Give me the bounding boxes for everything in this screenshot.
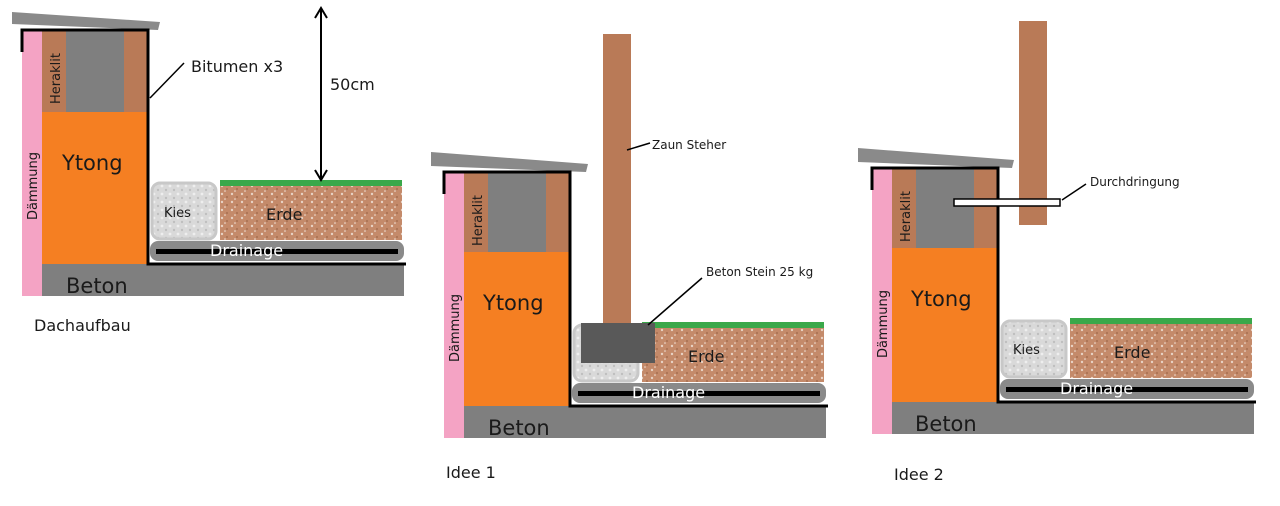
- beton-label: Beton: [488, 416, 550, 440]
- heraklit-layer: [42, 30, 66, 112]
- beton-stein-leader: [647, 277, 703, 326]
- heraklit-label: Heraklit: [471, 195, 486, 246]
- bitumen-label: Bitumen x3: [191, 57, 283, 76]
- gray-block: [916, 168, 974, 248]
- grass-strip: [220, 180, 402, 186]
- drainage-line: [1006, 387, 1248, 392]
- heraklit-label: Heraklit: [899, 191, 914, 242]
- dachaufbau-caption: Dachaufbau: [34, 316, 131, 335]
- heraklit-label: Heraklit: [49, 53, 64, 104]
- idee-1-caption: Idee 1: [446, 463, 496, 482]
- erde-label: Erde: [1114, 343, 1150, 362]
- durchdringung-label: Durchdringung: [1090, 175, 1180, 189]
- daemmung-label: Dämmung: [26, 152, 41, 220]
- beton-slab: [42, 264, 404, 296]
- roof-cap: [431, 152, 588, 172]
- kies-label: Kies: [164, 206, 191, 221]
- beton-stone: [581, 323, 655, 363]
- diagram-dachaufbau: Dämmung Heraklit Ytong Beton Kies Erde D…: [12, 6, 406, 335]
- bitumen-outline: [870, 166, 1256, 404]
- daemmung-layer: [444, 172, 464, 438]
- bitumen-outline: [20, 28, 406, 266]
- gray-block: [66, 30, 124, 112]
- ytong-block: [464, 252, 570, 406]
- drainage-label: Drainage: [210, 241, 283, 260]
- zaun-steher-label: Zaun Steher: [652, 138, 726, 152]
- ytong-label: Ytong: [910, 287, 972, 311]
- zaun-steher-leader: [626, 142, 651, 151]
- erde-block: [220, 182, 402, 240]
- heraklit-layer-right: [124, 30, 148, 112]
- ytong-label: Ytong: [61, 151, 123, 175]
- roof-cap: [12, 12, 160, 30]
- erde-block: [1070, 320, 1252, 378]
- erde-label: Erde: [688, 347, 724, 366]
- height-arrow-bottom-head: [314, 169, 328, 182]
- fence-post: [1019, 21, 1047, 225]
- daemmung-label: Dämmung: [876, 290, 891, 358]
- roof-cap: [858, 148, 1014, 168]
- ytong-label: Ytong: [482, 291, 544, 315]
- kies-block: [1000, 319, 1068, 379]
- beton-label: Beton: [66, 274, 128, 298]
- beton-stein-label: Beton Stein 25 kg: [706, 265, 813, 279]
- erde-block: [642, 324, 824, 382]
- height-label: 50cm: [330, 75, 375, 94]
- drainage-label: Drainage: [1060, 379, 1133, 398]
- gray-block: [488, 172, 546, 252]
- fence-post: [603, 34, 631, 324]
- daemmung-layer: [872, 168, 892, 434]
- heraklit-layer-right: [546, 172, 570, 252]
- ytong-block: [892, 248, 998, 402]
- diagram-idee-2: Dämmung Heraklit Ytong Beton Kies Erde D…: [858, 21, 1256, 484]
- durchdringung-leader: [1061, 183, 1087, 201]
- idee-2-caption: Idee 2: [894, 465, 944, 484]
- heraklit-layer: [464, 172, 488, 252]
- daemmung-layer: [22, 30, 42, 296]
- ytong-block: [42, 112, 148, 264]
- kies-block: [150, 181, 218, 241]
- drainage-line: [578, 391, 820, 396]
- daemmung-label: Dämmung: [448, 294, 463, 362]
- kies-label: Kies: [1013, 343, 1040, 358]
- heraklit-layer: [892, 168, 916, 248]
- heraklit-layer-right: [974, 168, 998, 248]
- grass-strip: [1070, 318, 1252, 324]
- bitumen-leader: [149, 62, 185, 99]
- beton-slab: [892, 402, 1254, 434]
- beton-slab: [464, 406, 826, 438]
- diagram-idee-1: Dämmung Heraklit Ytong Beton Erde Draina…: [431, 34, 828, 482]
- drainage-line: [156, 249, 398, 254]
- drainage-label: Drainage: [632, 383, 705, 402]
- penetration-bar: [953, 198, 1061, 207]
- height-arrow-top-head: [314, 6, 328, 19]
- bitumen-outline: [442, 170, 828, 408]
- grass-strip: [642, 322, 824, 328]
- beton-label: Beton: [915, 412, 977, 436]
- erde-label: Erde: [266, 205, 302, 224]
